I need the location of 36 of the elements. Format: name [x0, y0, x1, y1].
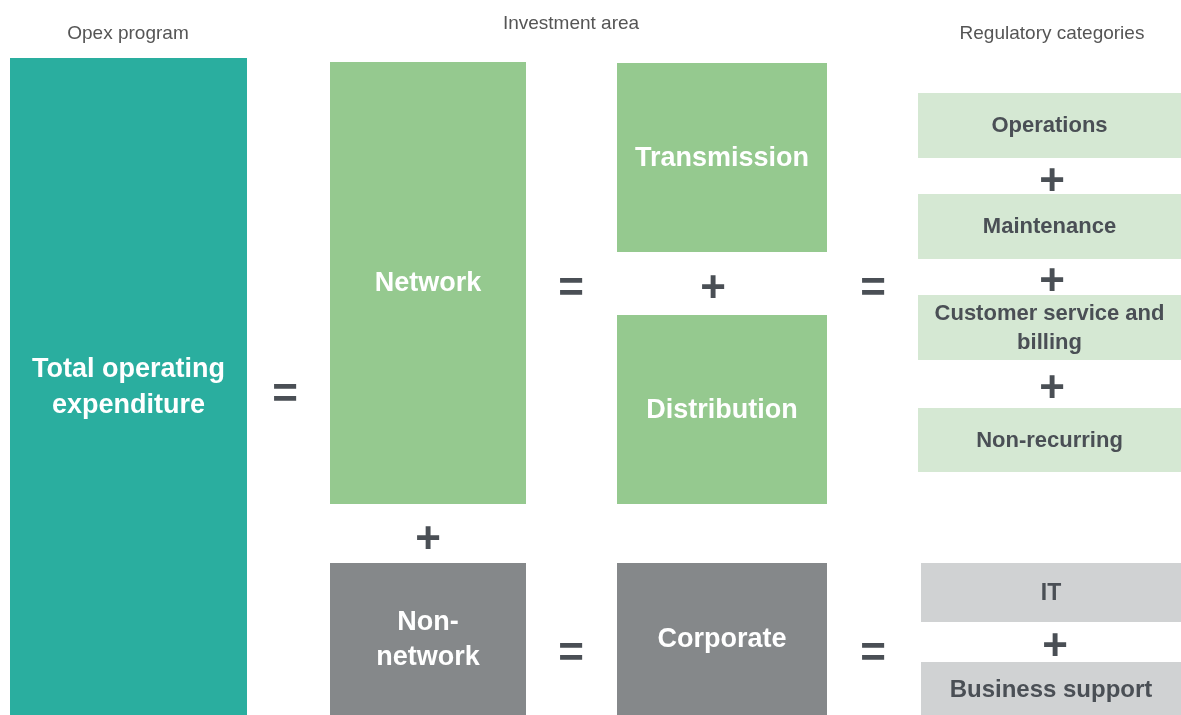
equals-sign: = — [860, 630, 886, 674]
equals-sign: = — [558, 265, 584, 309]
category-box — [330, 62, 526, 504]
box-label: Transmission — [634, 140, 810, 174]
box-label: Network — [374, 266, 482, 300]
box-label: IT — [1040, 577, 1062, 607]
category-box — [918, 194, 1181, 259]
box-label: Non-network — [375, 604, 481, 673]
category-box — [921, 662, 1181, 715]
plus-sign: + — [1039, 365, 1065, 409]
equals-sign: = — [272, 371, 298, 415]
equals-sign: = — [558, 630, 584, 674]
category-box — [918, 295, 1181, 360]
equals-sign: = — [860, 265, 886, 309]
box-label: Operations — [991, 111, 1108, 140]
plus-sign: + — [415, 516, 441, 560]
category-box — [10, 58, 247, 715]
box-label: Corporate — [657, 622, 787, 656]
category-box — [617, 63, 827, 252]
box-label: Business support — [949, 673, 1153, 704]
plus-sign: + — [700, 265, 726, 309]
category-box — [921, 563, 1181, 622]
category-box — [617, 563, 827, 715]
column-header: Opex program — [67, 22, 189, 44]
plus-sign: + — [1039, 158, 1065, 202]
box-label: Total operating expenditure — [31, 352, 226, 421]
category-box — [330, 563, 526, 715]
category-box — [918, 408, 1181, 472]
column-header: Regulatory categories — [959, 22, 1145, 44]
box-label: Maintenance — [982, 212, 1117, 241]
column-header: Investment area — [502, 12, 640, 34]
box-label: Non-recurring — [976, 425, 1123, 454]
category-box — [617, 315, 827, 504]
category-box — [918, 93, 1181, 158]
plus-sign: + — [1042, 623, 1068, 667]
box-label: Distribution — [646, 392, 798, 426]
